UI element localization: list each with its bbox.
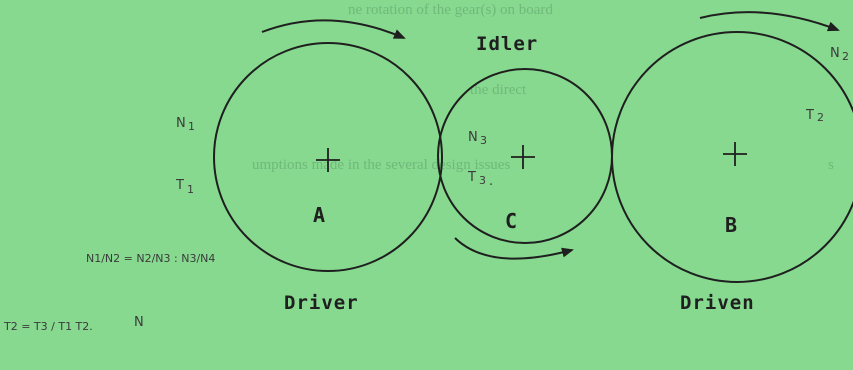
bleed-through-line-3: umptions made in the several design issu… — [252, 157, 511, 173]
annotation-lone-n: N — [134, 315, 144, 330]
annotation-n2: N 2 — [830, 46, 849, 63]
rotation-arrow-driven — [699, 11, 840, 32]
svg-text:3: 3 — [479, 174, 486, 187]
annotation-t2: T 2 — [805, 108, 824, 124]
torque-ratio-equation: T2 = T3 / T1 T2. — [3, 320, 93, 333]
svg-text:N: N — [468, 130, 478, 145]
gear-b-center-mark — [723, 142, 747, 166]
driver-label: Driver — [284, 292, 359, 314]
gear-b-letter: B — [725, 213, 738, 237]
annotation-t1: T 1 — [175, 178, 194, 196]
gear-b-circle — [611, 31, 853, 283]
bleed-through-line-2: the direct — [470, 82, 527, 98]
annotation-t3: T 3 . — [467, 170, 493, 189]
gear-c-circle — [437, 68, 613, 244]
svg-text:2: 2 — [817, 111, 824, 124]
bleed-through-line-4: s — [828, 157, 834, 173]
svg-text:N: N — [176, 116, 186, 131]
rotation-arrow-idler — [454, 237, 574, 260]
svg-text:1: 1 — [187, 183, 194, 196]
annotation-n3: N 3 — [468, 130, 487, 147]
rotation-arrow-driver — [261, 19, 406, 39]
gear-c-center-mark — [511, 145, 535, 169]
gear-a-letter: A — [313, 203, 326, 227]
svg-text:T: T — [175, 178, 184, 193]
gear-c-letter: C — [505, 209, 518, 233]
svg-text:.: . — [489, 174, 493, 189]
svg-text:N: N — [830, 46, 840, 61]
gear-a-circle — [213, 42, 443, 272]
gear-a-center-mark — [316, 148, 340, 172]
svg-text:T: T — [467, 170, 476, 185]
driven-label: Driven — [680, 292, 755, 314]
idler-label: Idler — [476, 33, 538, 55]
svg-text:T: T — [805, 108, 814, 123]
svg-text:3: 3 — [480, 134, 487, 147]
bleed-through-line-1: ne rotation of the gear(s) on board — [348, 2, 553, 18]
svg-text:2: 2 — [842, 50, 849, 63]
svg-text:1: 1 — [188, 120, 195, 133]
annotation-n1: N 1 — [176, 116, 195, 133]
gear-ratio-equation: N1/N2 = N2/N3 : N3/N4 — [86, 252, 215, 265]
